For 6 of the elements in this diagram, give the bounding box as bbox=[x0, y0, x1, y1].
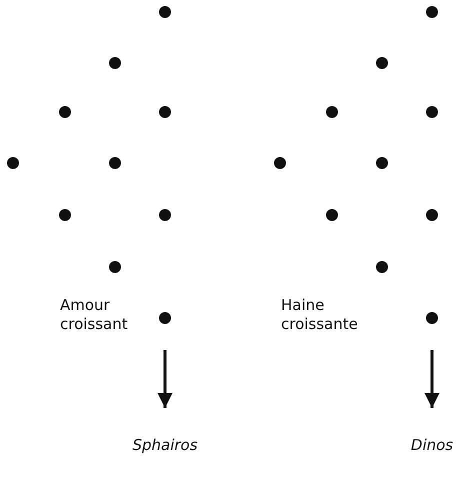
outcome-label: Dinos bbox=[410, 436, 454, 455]
annotation-text: Haine croissante bbox=[281, 296, 359, 334]
outcome-label: Sphairos bbox=[132, 436, 198, 455]
arrow bbox=[158, 350, 172, 408]
annotation-text: Amour croissant bbox=[60, 296, 129, 334]
arrow bbox=[424, 350, 440, 408]
